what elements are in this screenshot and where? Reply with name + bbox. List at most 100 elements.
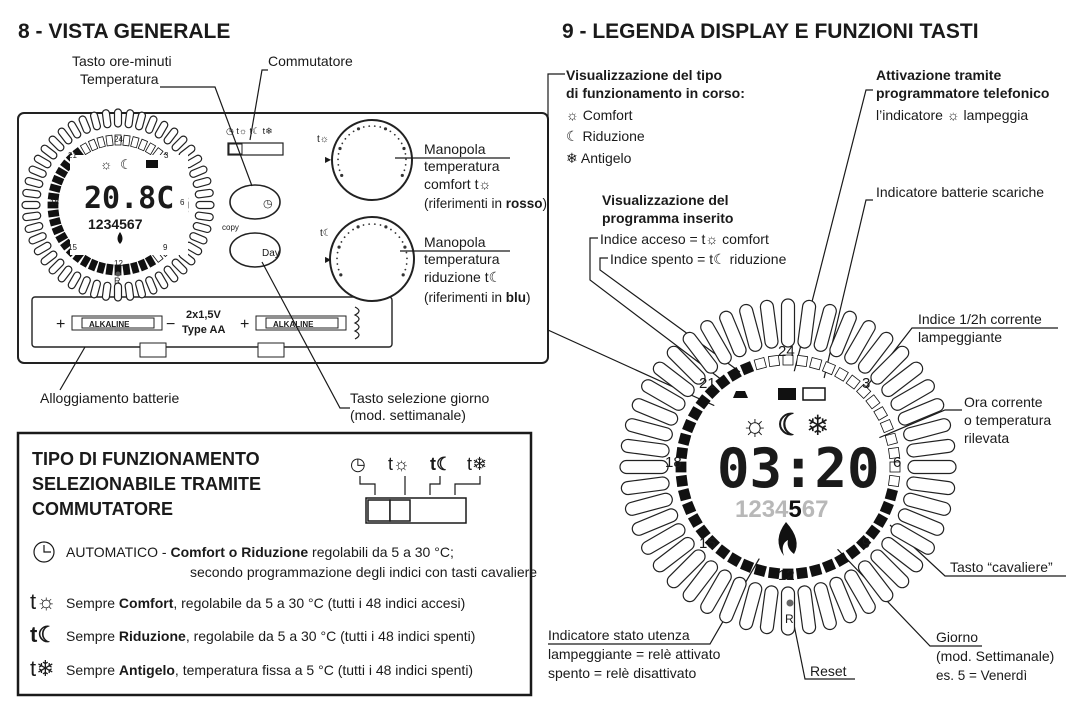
large-cavaliere-tab[interactable] — [902, 492, 952, 517]
large-cavaliere-tab[interactable] — [907, 459, 957, 475]
large-cavaliere-tab[interactable] — [868, 547, 911, 590]
small-cavaliere-tab[interactable] — [192, 176, 212, 189]
small-cavaliere-tab[interactable] — [28, 165, 47, 178]
large-cavaliere-tab[interactable] — [665, 547, 708, 590]
large-cavaliere-tab[interactable] — [780, 586, 796, 636]
small-reset-button[interactable] — [115, 271, 121, 277]
small-cavaliere-tab[interactable] — [145, 276, 158, 295]
large-cavaliere-tab[interactable] — [639, 377, 687, 412]
large-cavaliere-tab[interactable] — [797, 299, 817, 349]
large-cavaliere-tab[interactable] — [780, 298, 796, 348]
large-cavaliere-tab[interactable] — [718, 309, 748, 358]
large-cavaliere-tab[interactable] — [620, 438, 670, 458]
small-cavaliere-tab[interactable] — [57, 265, 74, 284]
small-cavaliere-tab[interactable] — [48, 135, 66, 153]
small-cavaliere-tab[interactable] — [195, 200, 215, 210]
large-cavaliere-tab[interactable] — [856, 558, 896, 604]
small-cavaliere-tab[interactable] — [67, 271, 82, 290]
small-cavaliere-tab[interactable] — [124, 109, 135, 129]
small-cavaliere-tab[interactable] — [40, 250, 59, 267]
small-cavaliere-tab[interactable] — [113, 108, 123, 128]
small-cavaliere-tab[interactable] — [194, 188, 214, 199]
large-cavaliere-tab[interactable] — [681, 330, 721, 376]
small-cavaliere-tab[interactable] — [134, 111, 147, 131]
large-cavaliere-tab[interactable] — [828, 575, 858, 624]
large-cavaliere-tab[interactable] — [828, 309, 858, 358]
small-cavaliere-tab[interactable] — [33, 241, 52, 256]
large-cavaliere-tab[interactable] — [619, 459, 669, 475]
small-mode-switch-slider[interactable] — [228, 143, 243, 155]
large-cavaliere-tab[interactable] — [813, 303, 838, 353]
large-cavaliere-tab[interactable] — [759, 299, 779, 349]
small-cavaliere-tab[interactable] — [24, 221, 44, 234]
small-cavaliere-tab[interactable] — [192, 221, 212, 234]
large-cavaliere-tab[interactable] — [624, 417, 674, 442]
small-cavaliere-tab[interactable] — [171, 258, 189, 276]
small-cavaliere-tab[interactable] — [33, 154, 52, 169]
small-cavaliere-tab[interactable] — [28, 232, 47, 245]
small-cavaliere-tab[interactable] — [171, 135, 189, 153]
small-cavaliere-tab[interactable] — [113, 282, 123, 302]
large-cavaliere-tab[interactable] — [842, 568, 877, 616]
large-cavaliere-tab[interactable] — [906, 438, 956, 458]
small-cavaliere-tab[interactable] — [134, 279, 147, 299]
large-cavaliere-tab[interactable] — [856, 330, 896, 376]
large-cavaliere-tab[interactable] — [797, 585, 817, 635]
small-cavaliere-tab[interactable] — [48, 258, 66, 276]
large-cavaliere-tab[interactable] — [738, 303, 763, 353]
large-cavaliere-tab[interactable] — [896, 507, 945, 537]
small-cavaliere-tab[interactable] — [78, 115, 91, 134]
large-cavaliere-tab[interactable] — [906, 476, 956, 496]
small-cavaliere-tab[interactable] — [101, 109, 112, 129]
small-cavaliere-tab[interactable] — [189, 165, 208, 178]
small-cavaliere-tab[interactable] — [154, 271, 169, 290]
large-cavaliere-tab[interactable] — [698, 318, 733, 366]
large-cavaliere-tab[interactable] — [665, 344, 708, 387]
small-cavaliere-tab[interactable] — [101, 281, 112, 301]
reset-button[interactable] — [786, 599, 794, 607]
large-cavaliere-tab[interactable] — [889, 377, 937, 412]
reduction-knob[interactable] — [329, 216, 415, 302]
small-cavaliere-tab[interactable] — [163, 265, 180, 284]
large-cavaliere-tab[interactable] — [868, 344, 911, 387]
large-cavaliere-tab[interactable] — [879, 535, 925, 575]
small-cavaliere-tab[interactable] — [145, 115, 158, 134]
small-cavaliere-tab[interactable] — [78, 276, 91, 295]
small-cavaliere-tab[interactable] — [89, 279, 102, 299]
small-cavaliere-tab[interactable] — [124, 281, 135, 301]
large-cavaliere-tab[interactable] — [630, 507, 679, 537]
small-cavaliere-tab[interactable] — [22, 188, 42, 199]
large-cavaliere-tab[interactable] — [620, 476, 670, 496]
large-cavaliere-tab[interactable] — [738, 581, 763, 631]
large-program-dial[interactable] — [619, 298, 957, 636]
small-cavaliere-tab[interactable] — [57, 127, 74, 146]
small-cavaliere-tab[interactable] — [22, 211, 42, 222]
small-cavaliere-tab[interactable] — [67, 120, 82, 139]
small-cavaliere-tab[interactable] — [40, 144, 59, 161]
small-cavaliere-tab[interactable] — [24, 176, 44, 189]
large-cavaliere-tab[interactable] — [681, 558, 721, 604]
large-cavaliere-tab[interactable] — [896, 397, 945, 427]
large-cavaliere-tab[interactable] — [842, 318, 877, 366]
day-button[interactable] — [229, 232, 281, 268]
large-cavaliere-tab[interactable] — [889, 521, 937, 556]
hour-minute-button[interactable] — [229, 184, 281, 220]
large-cavaliere-tab[interactable] — [651, 360, 697, 400]
comfort-knob[interactable] — [331, 119, 413, 201]
small-program-dial[interactable] — [21, 108, 215, 302]
large-cavaliere-tab[interactable] — [639, 521, 687, 556]
small-cavaliere-tab[interactable] — [189, 232, 208, 245]
large-cavaliere-tab[interactable] — [879, 360, 925, 400]
large-cavaliere-tab[interactable] — [698, 568, 733, 616]
small-cavaliere-tab[interactable] — [89, 111, 102, 131]
large-cavaliere-tab[interactable] — [651, 535, 697, 575]
small-cavaliere-tab[interactable] — [21, 200, 41, 210]
large-cavaliere-tab[interactable] — [759, 585, 779, 635]
large-cavaliere-tab[interactable] — [813, 581, 838, 631]
large-cavaliere-tab[interactable] — [624, 492, 674, 517]
small-cavaliere-tab[interactable] — [194, 211, 214, 222]
small-cavaliere-tab[interactable] — [163, 127, 180, 146]
large-cavaliere-tab[interactable] — [630, 397, 679, 427]
small-cavaliere-tab[interactable] — [154, 120, 169, 139]
large-cavaliere-tab[interactable] — [718, 575, 748, 624]
